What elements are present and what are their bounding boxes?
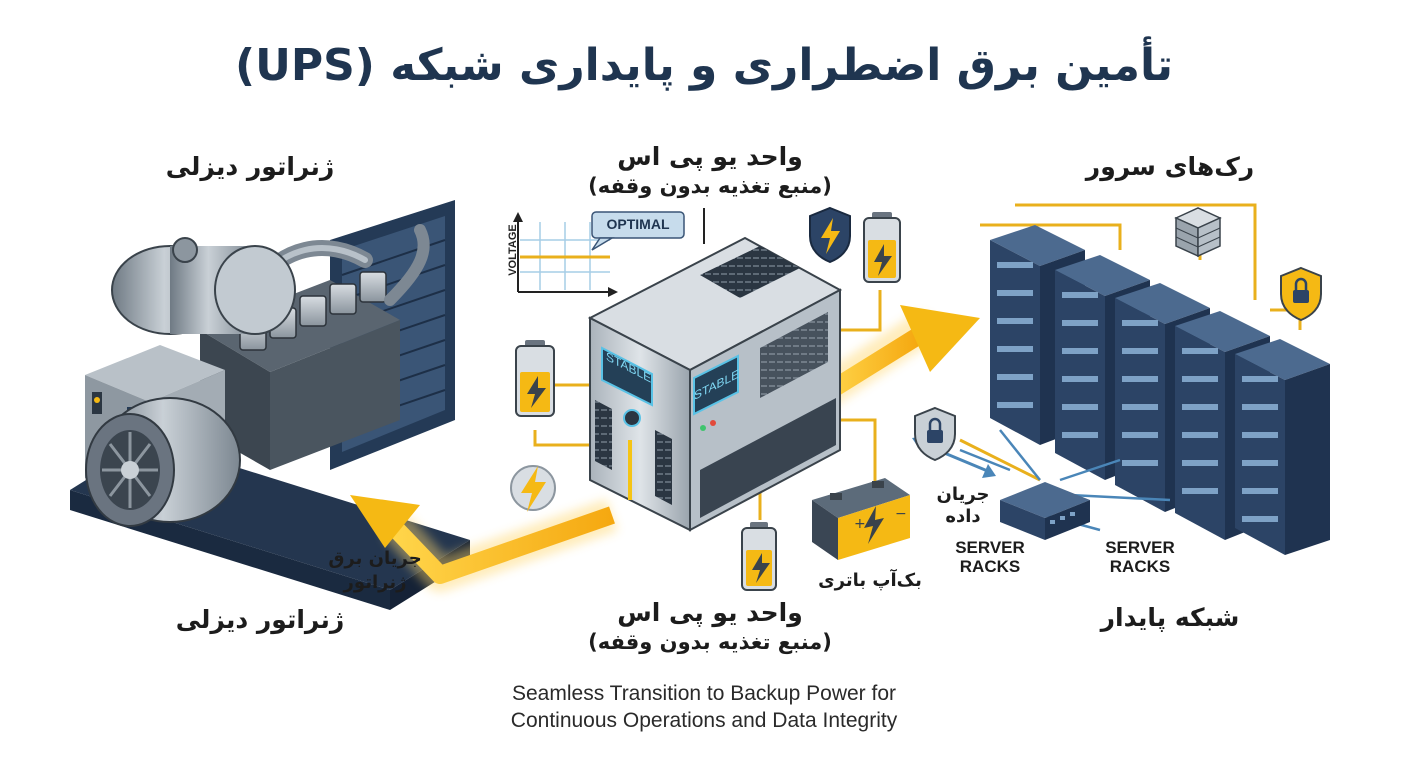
svg-text:+: + [854, 516, 866, 532]
battery-icon [515, 340, 555, 417]
page-title: تأمین برق اضطراری و پایداری شبکه (UPS) [234, 40, 1173, 91]
voltage-chart [513, 208, 705, 297]
ups-label-top-sub: (منبع تغذیه بدون وقفه) [588, 174, 832, 198]
lightning-icon [510, 465, 556, 512]
power-flow-to-servers [811, 305, 980, 407]
shield-lock-icon [1280, 266, 1322, 322]
rack-label-1: SERVER RACKS [955, 538, 1025, 576]
generator-flow-label-1: جریان برق [328, 548, 422, 569]
network-switch-icon [1000, 482, 1090, 540]
server-racks [990, 225, 1330, 555]
data-flow-label-1: جریان [936, 484, 990, 505]
ups-power-wiring [533, 203, 1302, 520]
caption: Seamless Transition to Backup Power for … [404, 680, 1004, 734]
ups-label-bottom-sub: (منبع تغذیه بدون وقفه) [588, 630, 832, 654]
battery-icon [863, 212, 901, 283]
shield-lock-icon [914, 406, 956, 462]
servers-label-top: رک‌های سرور [1085, 152, 1255, 181]
power-flow-to-generator [350, 495, 618, 592]
chart-axis-label: VOLTAGE [507, 224, 519, 276]
caption-line-1: Seamless Transition to Backup Power for [511, 682, 896, 705]
ups-label-bottom: واحد یو پی اس [617, 598, 803, 627]
shield-bolt-icon [809, 206, 851, 264]
server-stack-icon [1174, 207, 1222, 258]
generator-label-top: ژنراتور دیزلی [165, 152, 335, 181]
servers-label-bottom: شبکه پایدار [1100, 603, 1240, 632]
caption-line-2: Continuous Operations and Data Integrity [510, 709, 898, 732]
ups-label-top: واحد یو پی اس [617, 142, 803, 171]
generator-label-bottom: ژنراتور دیزلی [175, 605, 345, 634]
chart-badge: OPTIMAL [606, 216, 670, 232]
diesel-generator [70, 200, 470, 610]
rack-label-2: SERVER RACKS [1105, 538, 1175, 576]
ups-unit [587, 236, 843, 532]
generator-flow-label-2: ژنراتور [343, 572, 407, 593]
battery-backup-label: بک‌آپ باتری [818, 570, 922, 591]
server-rack [1235, 339, 1330, 555]
battery-icon [741, 522, 777, 591]
data-flow-label-2: داده [945, 506, 981, 527]
svg-text:−: − [895, 506, 907, 522]
backup-battery-icon: + − [812, 478, 910, 560]
